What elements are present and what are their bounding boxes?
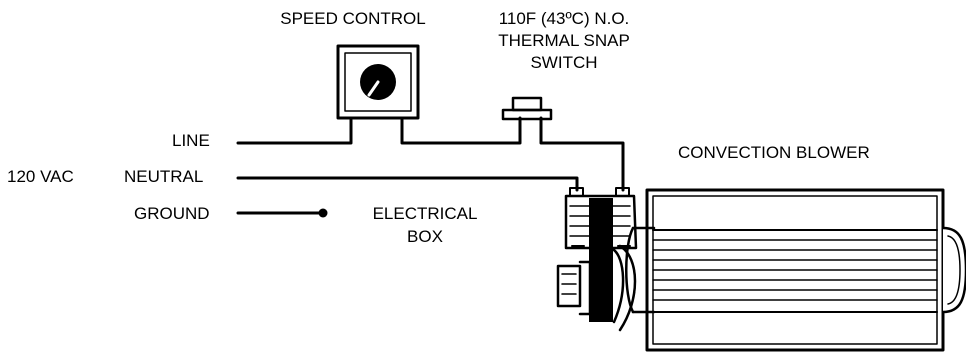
blower-housing: [625, 188, 966, 352]
ground-terminal: [318, 208, 328, 218]
thermal-snap-switch: [501, 96, 553, 121]
speed-control-pointer: [367, 80, 380, 97]
speed-control-label: SPEED CONTROL: [280, 9, 426, 28]
line-label: LINE: [172, 131, 210, 150]
thermal-switch-label-line-1: 110F (43ºC) N.O.: [498, 9, 630, 28]
switch-to-blower-wire: [539, 116, 625, 192]
supply-voltage-label: 120 VAC: [7, 167, 74, 186]
neutral-label: NEUTRAL: [124, 167, 204, 186]
blower-motor: [556, 244, 637, 332]
electrical-box-label-line-2: BOX: [407, 227, 443, 246]
line-wire: [236, 118, 353, 145]
thermal-switch-label-line-3: SWITCH: [530, 53, 598, 72]
blower-label: CONVECTION BLOWER: [678, 143, 870, 162]
speed-control-box: [336, 44, 420, 120]
neutral-wire: [236, 176, 579, 192]
blower-terminal-block: [564, 187, 638, 322]
thermal-switch-label-line-2: THERMAL SNAP: [498, 31, 630, 50]
electrical-box-label-line-1: ELECTRICAL: [372, 204, 478, 223]
speed-to-switch-wire: [400, 116, 522, 145]
ground-label: GROUND: [134, 204, 210, 223]
